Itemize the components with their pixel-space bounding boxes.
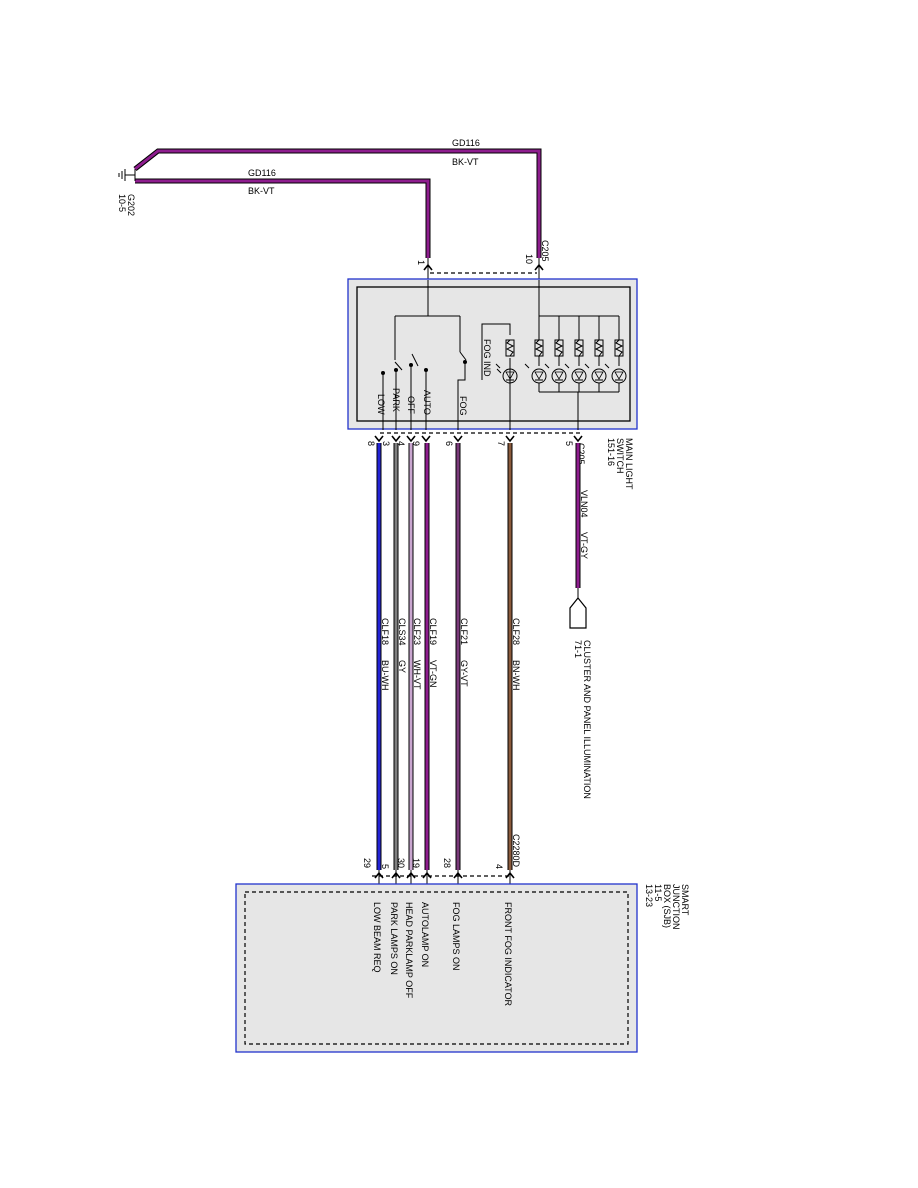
circuit-clf19-color: VT-GN	[428, 660, 438, 688]
sjb-input-park-lamps: PARK LAMPS ON	[389, 902, 399, 975]
switch-top-pin-1: 1	[416, 260, 426, 265]
resistor-5	[614, 316, 624, 366]
sjb-input-front-fog-indicator: FRONT FOG INDICATOR	[503, 902, 513, 1007]
led-1	[524, 363, 547, 392]
sjb-pin-5: 5	[380, 864, 390, 869]
sjb-title-1: SMART	[680, 884, 690, 916]
switch-bottom-pin-5: 5	[564, 441, 574, 446]
circuit-cls34-id: CLS34	[397, 618, 407, 646]
circuit-clf28-color: BN-WH	[511, 660, 521, 691]
sjb-outer	[235, 883, 638, 1053]
cluster-page: 71-1	[573, 640, 583, 658]
sjb-inner	[244, 891, 629, 1045]
resistor-2	[554, 316, 564, 366]
wire-gd116-outer	[133, 148, 542, 258]
led-5	[604, 363, 627, 392]
resistor-fog-ind	[505, 339, 515, 357]
cluster-offpage-connector	[569, 597, 587, 629]
sjb-pin-29: 29	[362, 858, 372, 868]
top-wire-inner-color: BK-VT	[248, 186, 275, 196]
switch-label-fog: FOG	[458, 396, 468, 416]
circuit-clf28-id: CLF28	[511, 618, 521, 645]
wire-gd116-inner	[135, 178, 431, 258]
sjb-title-3: BOX (SJB)	[662, 884, 672, 928]
circuit-vln04-id: VLN04	[579, 490, 589, 518]
resistor-4	[594, 316, 604, 366]
sjb-title-5: 13-23	[644, 884, 654, 907]
main-light-switch-title-1: MAIN LIGHT	[624, 438, 634, 490]
main-light-switch-top-pins	[423, 258, 544, 280]
main-light-switch	[347, 278, 638, 430]
sjb-input-low-beam: LOW BEAM REQ	[372, 902, 382, 973]
circuit-clf19-id: CLF19	[428, 618, 438, 645]
switch-bottom-pin-8: 8	[366, 441, 376, 446]
circuit-cls34-color: GY	[397, 660, 407, 673]
circuit-wires	[376, 443, 581, 870]
circuit-vln04-color: VT-GY	[579, 532, 589, 559]
switch-top-pin-10: 10	[524, 254, 534, 264]
main-light-switch-inner	[356, 286, 631, 422]
circuit-clf18-color: BU-WH	[380, 660, 390, 691]
wire-gd116-inner-color	[135, 179, 430, 258]
circuit-clf23-color: WH-VT	[412, 660, 422, 690]
ground-symbol	[118, 169, 131, 181]
main-light-switch-title-2: SWITCH	[615, 438, 625, 474]
top-wire-outer-color: BK-VT	[452, 157, 479, 167]
sjb-input-autolamp: AUTOLAMP ON	[420, 902, 430, 967]
circuit-clf23-id: CLF23	[412, 618, 422, 645]
switch-bottom-pin-4: 4	[396, 441, 406, 446]
sjb-top-pins	[372, 870, 515, 884]
resistor-3	[574, 316, 584, 366]
sjb-pin-28: 28	[442, 858, 452, 868]
top-wire-inner-circuit: GD116	[248, 168, 276, 178]
sjb-pin-19: 19	[411, 858, 421, 868]
resistor-group	[505, 316, 624, 366]
sjb-pin-30: 30	[396, 858, 406, 868]
switch-bottom-connector: C205	[576, 443, 586, 465]
switch-bottom-pin-6: 6	[444, 441, 454, 446]
led-group	[495, 363, 627, 392]
resistor-1	[534, 316, 544, 366]
switch-top-connector: C205	[540, 240, 550, 262]
wire-gd116-outer-color	[134, 149, 541, 258]
led-4	[584, 363, 607, 392]
switch-label-auto: AUTO	[422, 390, 432, 415]
circuit-clf18-id: CLF18	[380, 618, 390, 645]
switch-label-fog-ind: FOG IND	[482, 339, 492, 377]
switch-label-off: OFF	[406, 396, 416, 414]
cluster-destination: CLUSTER AND PANEL ILLUMINATION	[582, 640, 592, 799]
switch-bottom-pin-3: 3	[381, 441, 391, 446]
top-wire-outer-circuit: GD116	[452, 138, 480, 148]
main-light-switch-bottom-pins	[374, 432, 583, 443]
sjb-title-4: 11-5	[653, 884, 663, 901]
sjb-box	[235, 883, 638, 1053]
sjb-input-fog-lamps: FOG LAMPS ON	[451, 902, 461, 971]
sjb-pin-4: 4	[494, 864, 504, 869]
switch-bottom-pin-7: 7	[496, 441, 506, 446]
led-2	[544, 363, 567, 392]
led-fog-ind	[495, 363, 518, 384]
switch-label-park: PARK	[391, 388, 401, 412]
ground-ref: G202	[126, 194, 136, 216]
main-light-switch-title-3: 151-16	[606, 438, 616, 466]
ground-page: 10-5	[117, 194, 127, 212]
sjb-title-2: JUNCTION	[671, 884, 681, 930]
circuit-clf21-id: CLF21	[459, 618, 469, 645]
switch-bottom-pin-9: 9	[411, 441, 421, 446]
switch-label-low: LOW	[376, 394, 386, 415]
circuit-clf21-color: GY-VT	[459, 660, 469, 687]
sjb-input-head-parklamp-off: HEAD PARKLAMP OFF	[404, 902, 414, 999]
led-3	[564, 363, 587, 392]
top-wires: GD116 BK-VT GD116 BK-VT	[131, 138, 542, 258]
sjb-connector: C2280D	[511, 834, 521, 868]
